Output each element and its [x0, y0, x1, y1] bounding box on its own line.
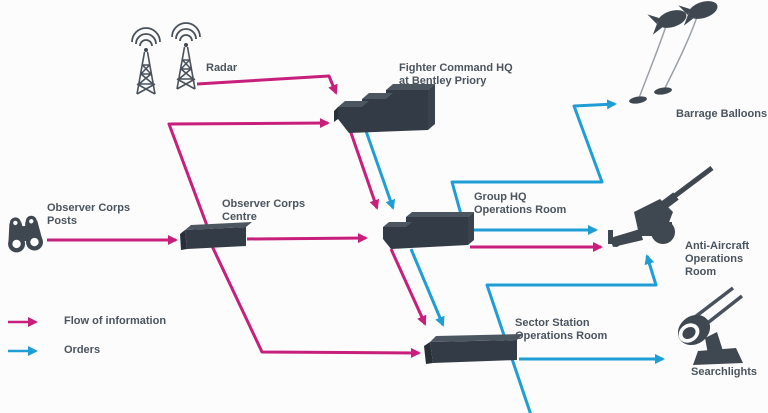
binoculars-icon [8, 215, 43, 253]
observer-centre-label: Observer Corps Centre [222, 198, 306, 223]
orders-edges [364, 99, 665, 413]
anti-aircraft-label: Anti-Aircraft Operations Room [685, 240, 750, 278]
legend-arrows [8, 317, 38, 356]
information-edges [47, 74, 603, 358]
group-hq-label: Group HQ Operations Room [474, 191, 567, 216]
edge-orders-group-hq-to-sector-station [409, 248, 445, 327]
radar-label: Radar [206, 62, 238, 74]
sector-station-building [424, 334, 523, 364]
radar-tower-right-icon [171, 22, 201, 90]
edge-observer-centre-to-sector-station [210, 245, 421, 358]
group-hq-building [383, 212, 474, 249]
edge-orders-fighter-command-to-group-hq [364, 130, 396, 210]
observer-posts-label: Observer Corps Posts [47, 202, 131, 227]
legend-information-label: Flow of information [64, 315, 167, 327]
edge-radar-to-fighter-command [196, 74, 338, 95]
anti-aircraft-gun-icon [608, 166, 714, 247]
observer-centre-building [180, 222, 252, 250]
edge-observer-centre-to-fighter-command [167, 118, 330, 232]
edge-observer-centre-to-group-hq [246, 233, 368, 244]
radar-tower-left-icon [131, 27, 161, 95]
edge-orders-group-hq-to-barrage-balloons [450, 99, 617, 219]
searchlight-icon [677, 286, 744, 365]
radar-towers-icon [131, 22, 201, 95]
barrage-balloons-label: Barrage Balloons [676, 108, 768, 120]
searchlights-label: Searchlights [691, 366, 758, 378]
fighter-command-building [334, 84, 435, 133]
sector-station-label: Sector Station Operations Room [515, 317, 608, 342]
edge-group-hq-to-sector-station [389, 248, 427, 326]
barrage-balloons-icon [629, 1, 718, 104]
edge-fighter-command-to-group-hq [348, 129, 380, 210]
fighter-command-label: Fighter Command HQ at Bentley Priory [399, 62, 513, 87]
legend-orders-label: Orders [64, 344, 101, 356]
